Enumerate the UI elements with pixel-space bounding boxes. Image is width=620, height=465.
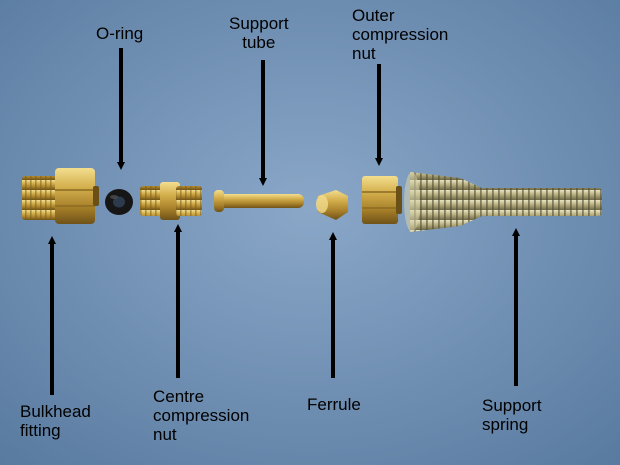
ferrule [316,190,348,220]
o-ring [105,189,133,215]
support-spring [404,172,602,232]
outer-compression-nut [362,176,402,224]
label-outer-compression-nut: Outer compression nut [352,6,449,63]
label-bulkhead-fitting: Bulkhead fitting [20,402,91,440]
support-tube [214,190,304,212]
label-support-spring: Support spring [482,396,542,434]
label-o-ring: O-ring [96,24,144,43]
bulkhead-fitting [22,168,99,224]
label-ferrule: Ferrule [307,395,361,414]
label-support-tube: Support tube [229,14,289,52]
centre-compression-nut [140,182,202,220]
label-centre-compression-nut: Centre compression nut [153,387,250,444]
